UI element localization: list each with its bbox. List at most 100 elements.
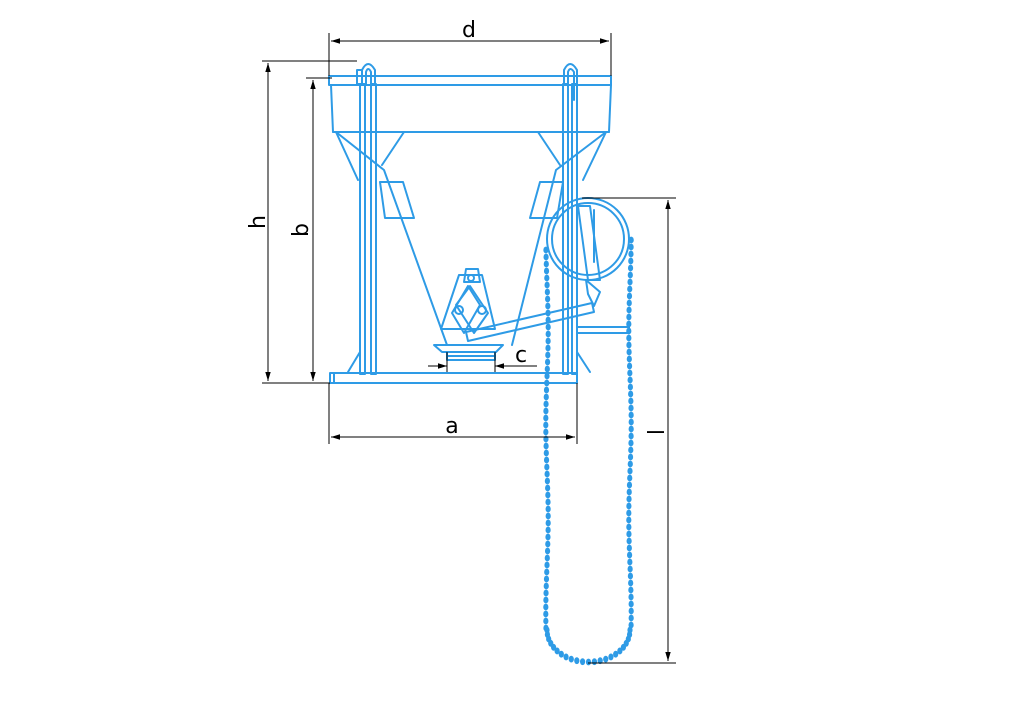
chain-bead xyxy=(545,302,551,310)
chain-bead xyxy=(543,414,549,422)
chain-bead xyxy=(545,491,551,499)
chain-bead xyxy=(626,348,632,356)
dimension-label-d: d xyxy=(462,18,476,43)
chain-bead xyxy=(628,600,634,608)
chain-bead xyxy=(627,467,633,475)
chain-bead xyxy=(544,463,550,471)
chain-bead xyxy=(626,495,632,503)
chain-bead xyxy=(545,337,551,345)
chain-bead xyxy=(626,523,632,531)
chain-bead xyxy=(628,390,634,398)
chain-bead xyxy=(617,647,623,655)
chain-bead xyxy=(626,481,633,489)
chain-bead xyxy=(543,617,549,625)
chain-bead xyxy=(591,658,598,666)
chain-bead xyxy=(543,456,550,464)
chain-wheel xyxy=(546,197,630,307)
chain-bead xyxy=(563,653,569,661)
hopper-body xyxy=(328,63,612,384)
chain-bead xyxy=(628,579,634,587)
chain-bead xyxy=(628,404,634,412)
chain-bead xyxy=(574,657,580,665)
chain-bead xyxy=(558,650,564,658)
chain-bead xyxy=(544,554,550,562)
chain-bead xyxy=(628,607,634,615)
chain-bead xyxy=(628,593,634,601)
chain-bead xyxy=(626,502,632,510)
chain-bead xyxy=(585,658,592,666)
chain-bead xyxy=(545,351,551,359)
chain-bead xyxy=(628,250,634,258)
chain-bead xyxy=(568,655,574,663)
chain-bead xyxy=(544,288,550,296)
chain-bead xyxy=(627,369,633,377)
chain-bead xyxy=(626,537,632,545)
chain-bead xyxy=(626,488,632,496)
chain-bead xyxy=(544,561,550,569)
chain-bead xyxy=(544,365,550,373)
chain-bead xyxy=(543,589,549,597)
chain-bead xyxy=(543,582,549,590)
chain-bead xyxy=(628,411,634,419)
chain-bead xyxy=(626,306,632,314)
dimension-label-a: a xyxy=(445,414,458,439)
chain-bead xyxy=(628,236,634,244)
chain-bead xyxy=(627,278,633,286)
chain-bead xyxy=(626,299,632,307)
chain-bead xyxy=(628,243,634,251)
chain-bead xyxy=(613,650,619,658)
chain-bead xyxy=(550,643,557,651)
chain-bead xyxy=(628,397,634,405)
chain-bead xyxy=(626,509,632,517)
chain-bead xyxy=(627,453,634,461)
dimension-label-h: h xyxy=(246,215,271,229)
chain-bead xyxy=(545,309,551,317)
dimension-label-b: b xyxy=(289,223,314,237)
chain-bead xyxy=(543,428,549,436)
chain-bead xyxy=(544,281,550,289)
chain-bead xyxy=(626,355,632,363)
chain-bead xyxy=(626,292,633,300)
chain-bead xyxy=(545,323,551,331)
chain-bead xyxy=(627,264,634,272)
chain-bead xyxy=(626,362,633,370)
chain-bead xyxy=(626,341,632,349)
chain-bead xyxy=(543,400,549,408)
chain-bead xyxy=(627,271,633,279)
chain-bead xyxy=(543,393,549,401)
chain-bead xyxy=(628,439,634,447)
chain-bead xyxy=(545,295,551,303)
chain-bead xyxy=(544,477,550,485)
chain-bead xyxy=(628,425,634,433)
chain-bead xyxy=(544,568,550,576)
chain-bead xyxy=(543,610,549,618)
chain-bead xyxy=(626,327,632,335)
chain-bead xyxy=(626,530,632,538)
chain-bead xyxy=(628,418,634,426)
chain-bead xyxy=(627,460,633,468)
chain-bead xyxy=(545,316,551,324)
chain-bead xyxy=(545,505,551,513)
chain-bead xyxy=(545,519,551,527)
chain-bead xyxy=(628,257,634,265)
dimension-lines xyxy=(262,33,676,664)
chain-bead xyxy=(544,379,550,387)
chain-bead xyxy=(627,626,633,634)
chain-bead xyxy=(626,334,632,342)
chain-bead xyxy=(627,572,634,580)
chain-bead xyxy=(627,558,633,566)
chain-bead xyxy=(554,647,560,655)
chain-bead xyxy=(543,421,549,429)
chain-bead xyxy=(627,285,633,293)
chain-bead xyxy=(545,344,551,352)
chain-bead xyxy=(628,586,634,594)
chain-bead xyxy=(543,246,549,254)
chain-bead xyxy=(627,376,633,384)
chain-bead xyxy=(626,516,632,524)
chain-bead xyxy=(628,446,634,454)
chain-bead xyxy=(626,544,632,552)
chain-bead xyxy=(544,547,551,555)
chain-bead xyxy=(543,442,549,450)
chain-bead xyxy=(597,657,603,665)
